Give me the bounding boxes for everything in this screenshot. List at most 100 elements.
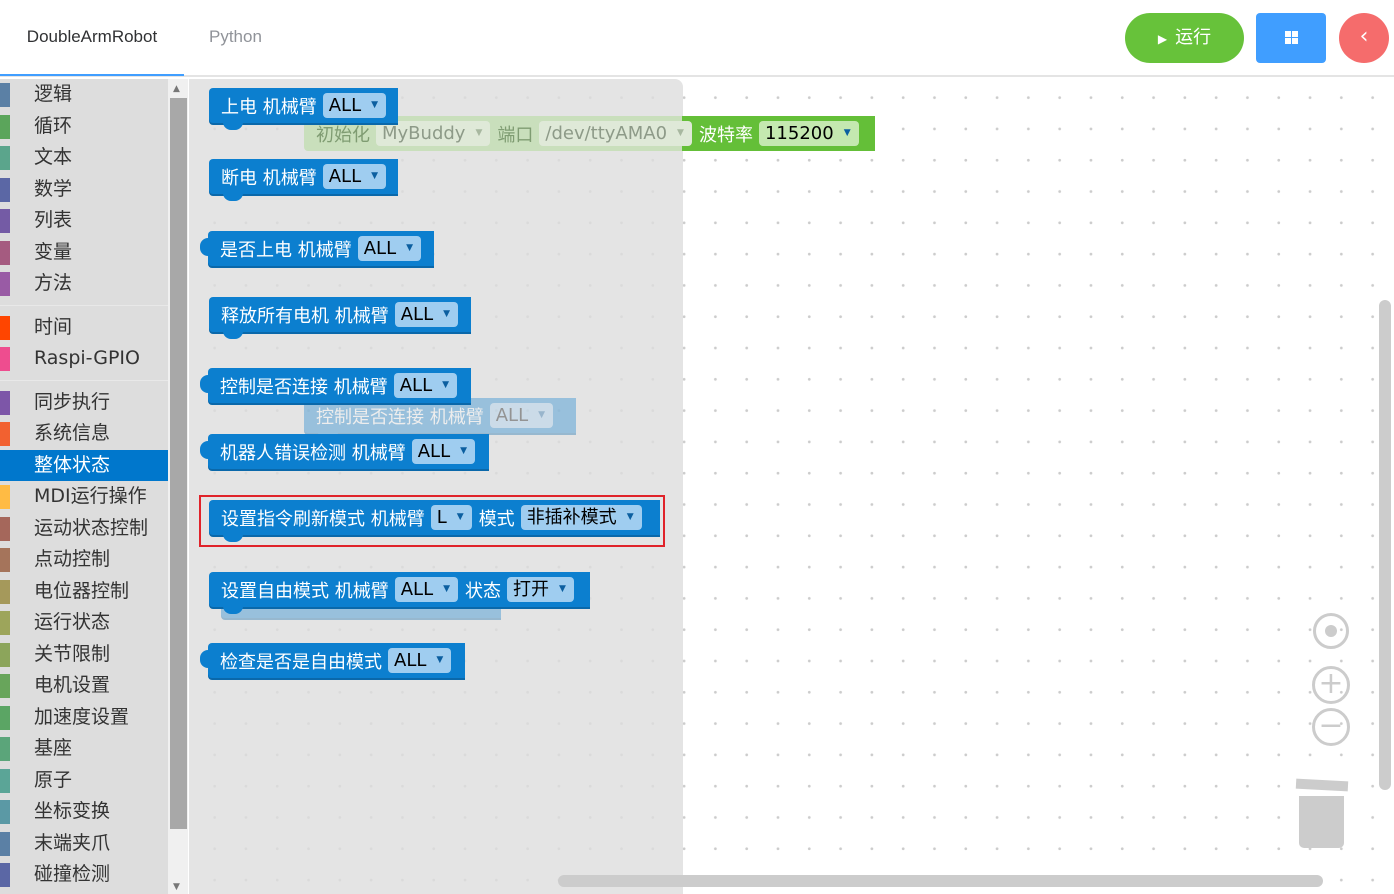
category-item[interactable]: 电机设置	[0, 670, 168, 702]
arm-dropdown[interactable]: ALL ▼	[393, 373, 458, 398]
baud-dropdown[interactable]: 115200▼	[758, 121, 859, 146]
workspace-horizontal-scrollbar[interactable]	[558, 875, 1323, 887]
block-label: 设置指令刷新模式 机械臂	[221, 508, 425, 530]
category-item[interactable]: 关节限制	[0, 639, 168, 671]
category-item[interactable]: 整体状态	[0, 449, 168, 481]
init-block[interactable]: 初始化 MyBuddy▼ 端口 /dev/ttyAMA0▼ 波特率 115200…	[304, 116, 875, 151]
category-item[interactable]: MDI运行操作	[0, 481, 168, 513]
category-item[interactable]: 循环	[0, 111, 168, 143]
trash-icon[interactable]	[1295, 776, 1350, 848]
category-color-stripe	[0, 863, 10, 887]
category-color-stripe	[0, 209, 10, 233]
category-item[interactable]: 时间	[0, 312, 168, 344]
category-label: 末端夹爪	[34, 831, 111, 854]
category-item[interactable]: 变量	[0, 237, 168, 269]
dropdown-arrow-icon: ▼	[559, 584, 566, 594]
arm-dropdown-value: ALL	[328, 95, 362, 116]
block-label: 控制是否连接 机械臂	[220, 376, 388, 398]
workspace-vertical-scrollbar[interactable]	[1379, 300, 1391, 790]
arm-dropdown[interactable]: ALL▼	[394, 577, 459, 602]
category-item[interactable]: Raspi-GPIO	[0, 343, 168, 375]
category-label: 方法	[34, 272, 73, 294]
zoom-out-icon[interactable]: −	[1312, 708, 1350, 746]
category-item[interactable]: 运动状态控制	[0, 513, 168, 545]
dragged-block-ghost: 控制是否连接 机械臂 ALL▼	[304, 398, 576, 440]
arm-dropdown-value: ALL	[400, 579, 434, 600]
flyout-block[interactable]: 控制是否连接 机械臂 ALL ▼	[200, 368, 471, 403]
category-color-stripe	[0, 548, 10, 572]
scroll-up-icon[interactable]: ▲	[173, 84, 180, 94]
board-dropdown[interactable]: MyBuddy▼	[376, 121, 491, 146]
category-color-stripe	[0, 390, 10, 415]
arm-dropdown[interactable]: ALL▼	[322, 164, 387, 189]
highlight-box	[199, 495, 665, 547]
category-label: 运行状态	[34, 611, 111, 633]
arm-dropdown[interactable]: ALL ▼	[322, 93, 387, 118]
arm-dropdown-value: ALL	[399, 375, 433, 396]
category-color-stripe	[0, 800, 10, 824]
category-item[interactable]: 原子	[0, 765, 168, 797]
category-item[interactable]: 电位器控制	[0, 576, 168, 608]
category-color-stripe	[0, 114, 10, 139]
tab-doublearmrobot[interactable]: DoubleArmRobot	[0, 0, 184, 76]
run-button[interactable]: ▶运行	[1125, 13, 1244, 63]
category-item[interactable]: 文本	[0, 142, 168, 174]
toolbox-scrollbar-thumb[interactable]	[170, 98, 187, 829]
arm-dropdown[interactable]: L▼	[430, 505, 472, 530]
arm-dropdown[interactable]: ALL▼	[411, 439, 476, 464]
category-item[interactable]: 加速度设置	[0, 702, 168, 734]
category-color-stripe	[0, 315, 10, 340]
category-item[interactable]: 同步执行	[0, 387, 168, 419]
recenter-icon[interactable]	[1313, 613, 1349, 649]
arm-dropdown-value: ALL	[417, 441, 451, 462]
category-item[interactable]: 逻辑	[0, 79, 168, 111]
category-item[interactable]: 坐标变换	[0, 796, 168, 828]
category-item[interactable]: 碰撞检测	[0, 859, 168, 891]
category-item[interactable]: 基座	[0, 733, 168, 765]
arm-dropdown[interactable]: ALL▼	[388, 648, 452, 673]
flyout-block[interactable]: 检查是否是自由模式 ALL▼	[200, 643, 465, 678]
dropdown-arrow-icon: ▼	[371, 100, 379, 110]
category-color-stripe	[0, 768, 10, 793]
grid-button[interactable]	[1256, 13, 1326, 63]
category-color-stripe	[0, 422, 10, 446]
mode-dropdown[interactable]: 非插补模式▼	[520, 505, 642, 530]
header: DoubleArmRobot Python ▶运行 ‹	[0, 0, 1394, 77]
category-item[interactable]: 列表	[0, 205, 168, 237]
back-button[interactable]: ‹	[1339, 13, 1389, 63]
state-dropdown[interactable]: 打开▼	[507, 577, 574, 602]
scroll-down-icon[interactable]: ▼	[173, 882, 180, 892]
category-item[interactable]: 数学	[0, 174, 168, 206]
category-label: 数学	[34, 177, 73, 200]
arm-dropdown[interactable]: ALL▼	[394, 302, 459, 327]
category-color-stripe	[0, 146, 10, 170]
category-label: 基座	[34, 737, 73, 759]
category-item[interactable]: 运行状态	[0, 607, 168, 639]
arm-dropdown[interactable]: ALL▼	[357, 236, 422, 261]
category-item[interactable]: 点动控制	[0, 544, 168, 576]
tab-python[interactable]: Python	[209, 27, 262, 46]
block-label: 释放所有电机 机械臂	[221, 305, 389, 327]
dropdown-arrow-icon: ▼	[456, 512, 464, 522]
category-label: 坐标变换	[34, 800, 111, 822]
dropdown-arrow-icon: ▼	[442, 380, 450, 390]
category-color-stripe	[0, 83, 10, 107]
zoom-in-icon[interactable]: +	[1312, 666, 1350, 704]
category-item[interactable]: 末端夹爪	[0, 828, 168, 860]
port-dropdown[interactable]: /dev/ttyAMA0▼	[539, 121, 692, 146]
dropdown-arrow-icon: ▼	[436, 655, 444, 665]
category-item[interactable]: 方法	[0, 268, 168, 300]
block-label: 机器人错误检测 机械臂	[220, 442, 406, 464]
category-color-stripe	[0, 272, 10, 296]
block-label: 检查是否是自由模式	[220, 651, 382, 673]
category-color-stripe	[0, 347, 10, 371]
category-item[interactable]: 系统信息	[0, 418, 168, 450]
mode-label: 模式	[478, 508, 515, 530]
